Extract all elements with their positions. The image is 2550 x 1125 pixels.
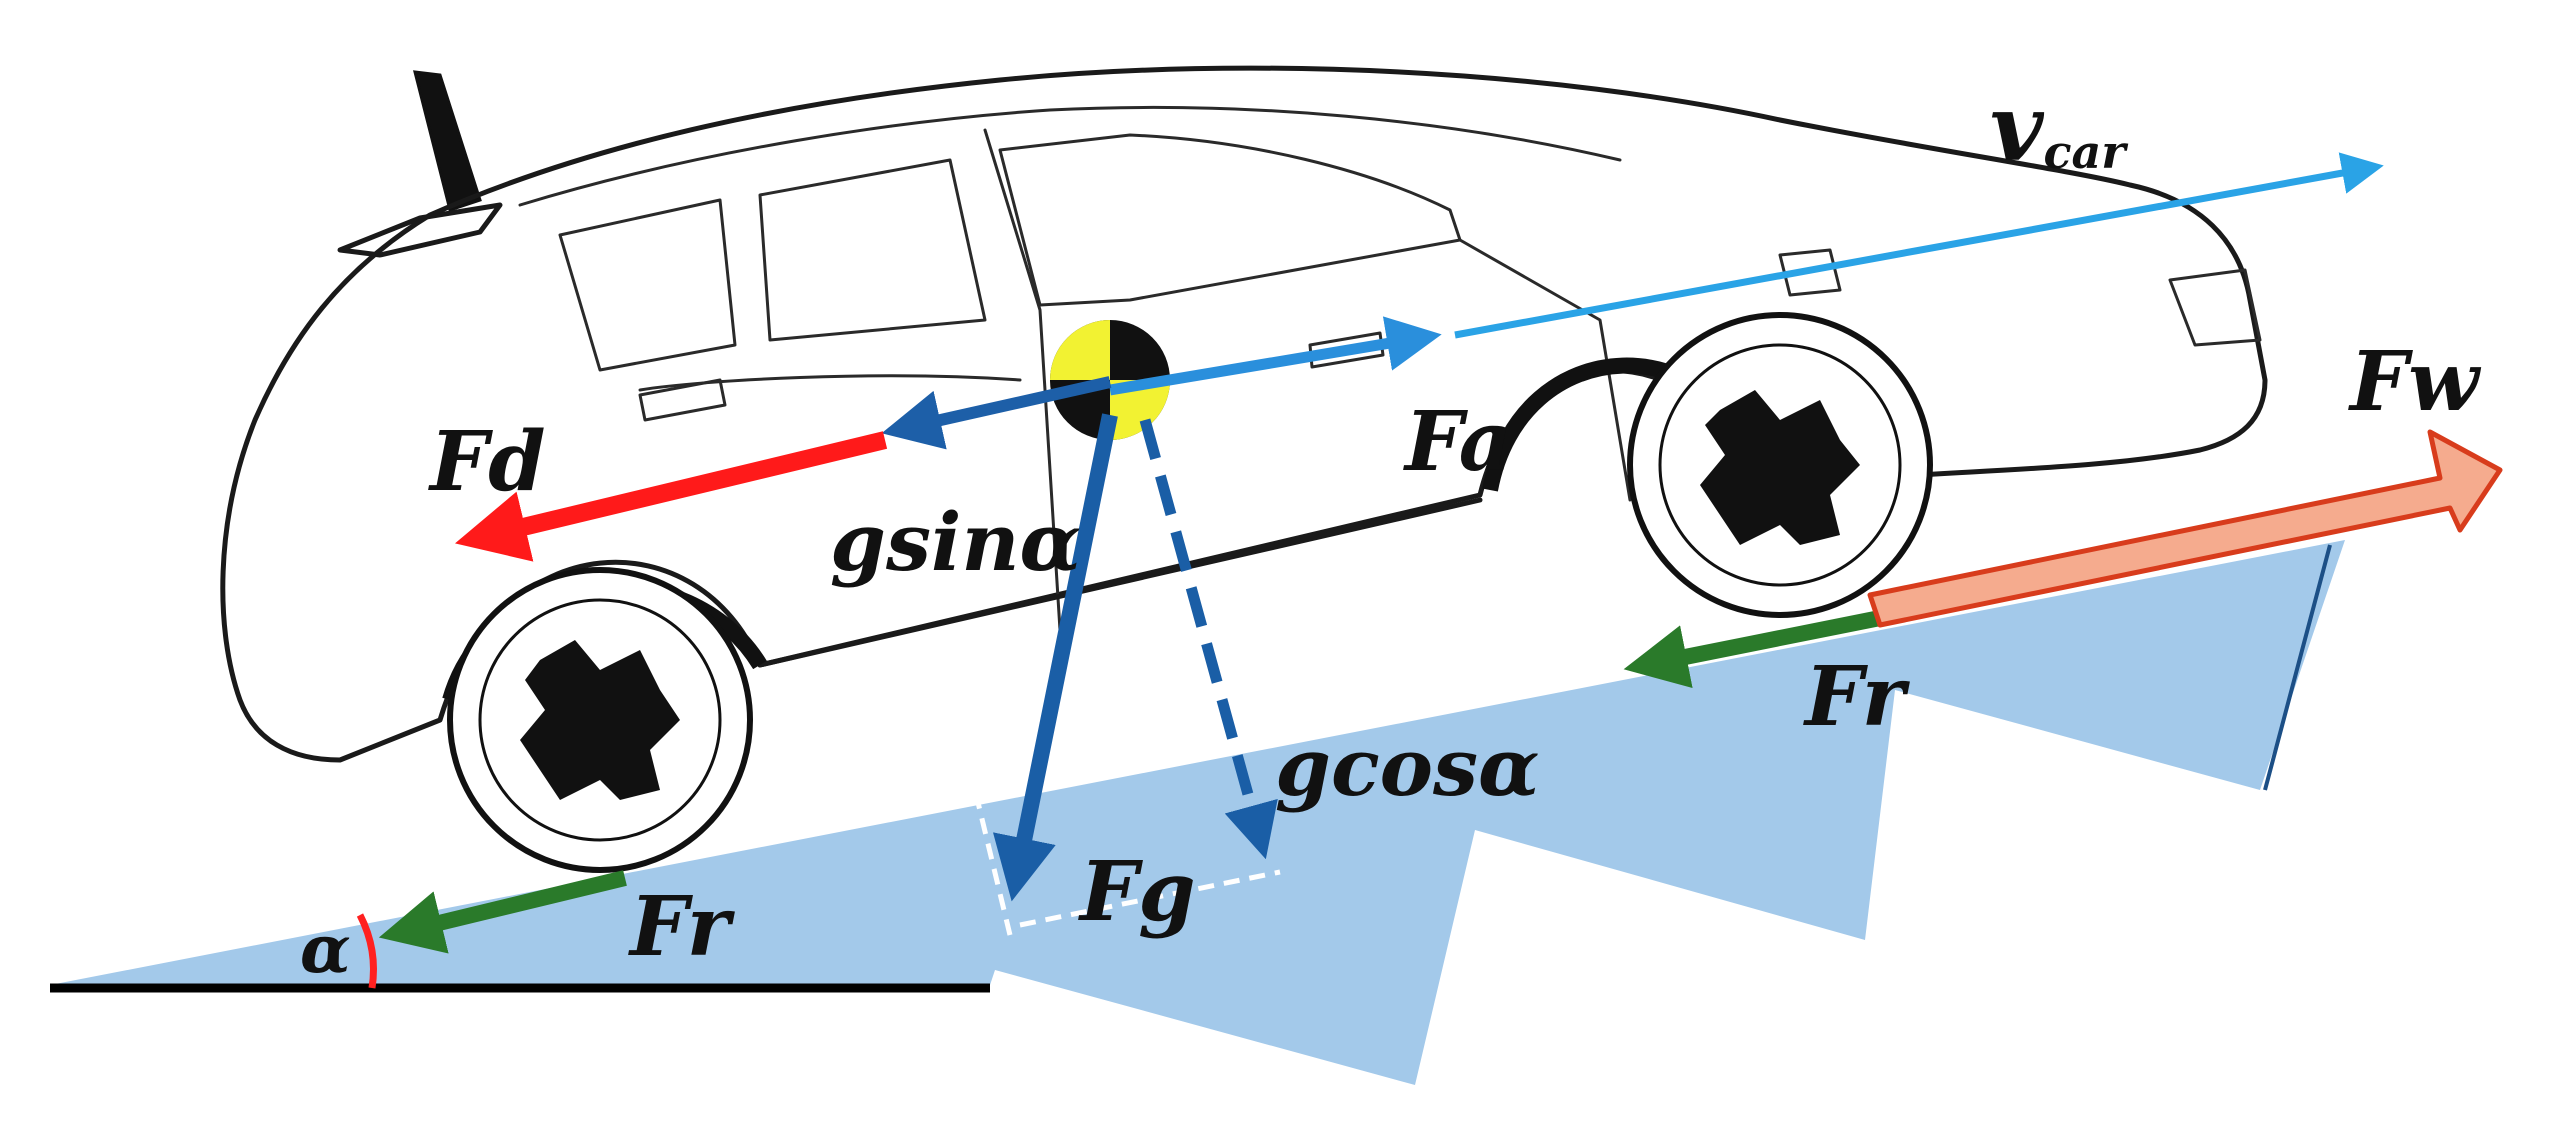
fw-arrow [1867,429,2503,628]
fr-arrow-rear [378,870,627,954]
car-door-handle-rear [638,378,727,422]
center-of-gravity-marker [1050,320,1170,440]
fw-label: Fw [2348,334,2481,430]
car-antenna [413,70,482,212]
gsin-arrow [881,376,1112,450]
fd-label: Fd [428,414,546,510]
inclined-slope [50,540,2345,1085]
car-spoiler [337,202,503,258]
alpha-label: α [300,910,351,988]
car-body-outline [220,65,2268,763]
car-mid-window [758,158,987,342]
car-roofline [518,105,1622,207]
car-drawing [220,65,2268,873]
car-front-wheel [1627,312,1933,618]
fr-front-label: Fr [1803,649,1911,745]
fg-components-dashed [972,789,1281,936]
car-mirror [1778,248,1842,297]
gcos-label: gcosα [1275,720,1540,814]
v-car-label: vcar [1990,74,2129,182]
alpha-angle-arc [356,913,377,989]
fg-arrow [992,413,1118,902]
fa-arrow [1109,316,1442,396]
v-car-arrow [1454,152,2384,339]
fa-label: Fa [1403,394,1512,490]
car-door-lines [638,128,1632,632]
car-front-window [998,133,1462,307]
car-side-skirt [757,497,1483,668]
fg-label: Fg [1078,844,1196,940]
fd-arrow [454,431,888,562]
fr-arrow-front [1623,610,1882,689]
slope-edge [2263,544,2332,791]
car-headlight [2168,268,2262,347]
car-rear-wheel [447,567,753,873]
car-rear-window [558,198,737,372]
gsin-label: gsinα [830,495,1081,589]
gcos-arrow [1139,418,1278,860]
fr-rear-label: Fr [628,879,736,975]
